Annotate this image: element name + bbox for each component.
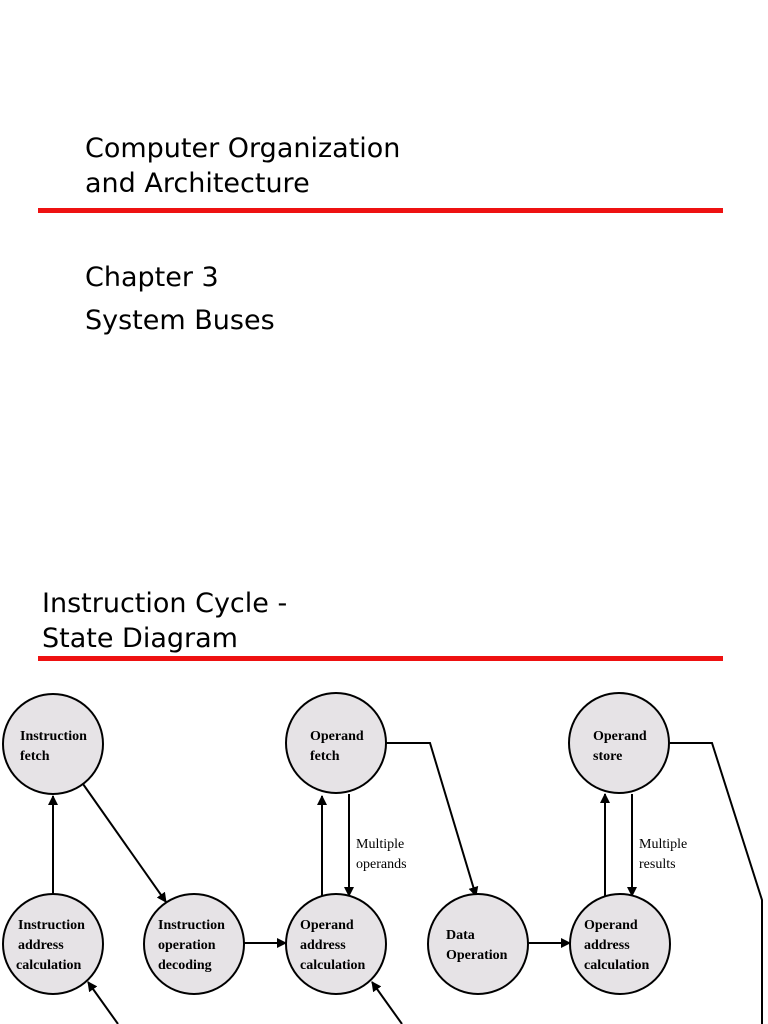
- node-operand-address-calculation-1-line-1: Operand: [300, 918, 354, 933]
- edge-incoming-to-operand-address: [371, 981, 403, 1024]
- node-instruction-fetch-line-2: fetch: [20, 749, 50, 764]
- chapter-label: Chapter 3: [85, 262, 219, 293]
- node-operand-fetch-line-1: Operand: [310, 729, 364, 744]
- node-operand-fetch: Operand fetch: [285, 692, 387, 794]
- chapter-subject: System Buses: [85, 305, 275, 336]
- node-instruction-address-calculation-line-1: Instruction: [18, 918, 85, 933]
- node-operand-address-calculation-2: Operand address calculation: [569, 893, 671, 995]
- node-instruction-operation-decoding-line-1: Instruction: [158, 918, 225, 933]
- slide-1-title-line-2: and Architecture: [85, 168, 310, 199]
- slide-2-title-rule: [38, 656, 723, 661]
- node-operand-address-calculation-1-line-2: address: [300, 938, 346, 953]
- slide-2-title: Instruction Cycle - State Diagram: [42, 586, 287, 656]
- node-instruction-operation-decoding-line-3: decoding: [158, 958, 212, 973]
- node-instruction-fetch: Instruction fetch: [2, 693, 104, 795]
- node-operand-address-calculation-2-line-3: calculation: [584, 958, 650, 973]
- node-instruction-address-calculation: Instruction address calculation: [2, 893, 104, 995]
- edge-operand-store-continuation: [670, 742, 763, 1024]
- edge-label-multiple-operands-line-2: operands: [356, 857, 407, 872]
- slide-1-title-line-1: Computer Organization: [85, 133, 401, 164]
- node-instruction-operation-decoding: Instruction operation decoding: [143, 893, 245, 995]
- slide-1-title: Computer Organization and Architecture: [85, 131, 400, 201]
- node-data-operation: Data Operation: [427, 893, 529, 995]
- node-instruction-operation-decoding-line-2: operation: [158, 938, 216, 953]
- node-data-operation-line-1: Data: [446, 928, 475, 943]
- edge-incoming-to-instruction-address: [87, 981, 119, 1024]
- node-operand-store-line-2: store: [593, 749, 622, 764]
- node-operand-fetch-line-2: fetch: [310, 749, 340, 764]
- node-instruction-address-calculation-line-3: calculation: [16, 958, 82, 973]
- node-operand-store: Operand store: [568, 692, 670, 794]
- slide-2-title-line-1: Instruction Cycle -: [42, 588, 288, 619]
- node-instruction-address-calculation-line-2: address: [18, 938, 64, 953]
- node-operand-store-line-1: Operand: [593, 729, 647, 744]
- edge-label-multiple-results-line-2: results: [639, 857, 676, 872]
- edge-fetch-to-decoding: [82, 783, 167, 903]
- edge-label-multiple-results-line-1: Multiple: [639, 837, 687, 852]
- diagram-edges: [48, 742, 763, 1024]
- node-operand-address-calculation-2-line-2: address: [584, 938, 630, 953]
- node-operand-address-calculation-1: Operand address calculation: [285, 893, 387, 995]
- node-instruction-fetch-line-1: Instruction: [20, 729, 87, 744]
- instruction-cycle-state-diagram: Multiple operands Multiple results Instr…: [2, 692, 763, 1024]
- slide-1-title-rule: [38, 208, 723, 213]
- node-data-operation-line-2: Operation: [446, 948, 508, 963]
- node-operand-address-calculation-2-line-1: Operand: [584, 918, 638, 933]
- edge-label-multiple-operands-line-1: Multiple: [356, 837, 404, 852]
- node-operand-address-calculation-1-line-3: calculation: [300, 958, 366, 973]
- slide-2-title-line-2: State Diagram: [42, 623, 238, 654]
- edge-operand-fetch-to-data-operation: [386, 742, 479, 897]
